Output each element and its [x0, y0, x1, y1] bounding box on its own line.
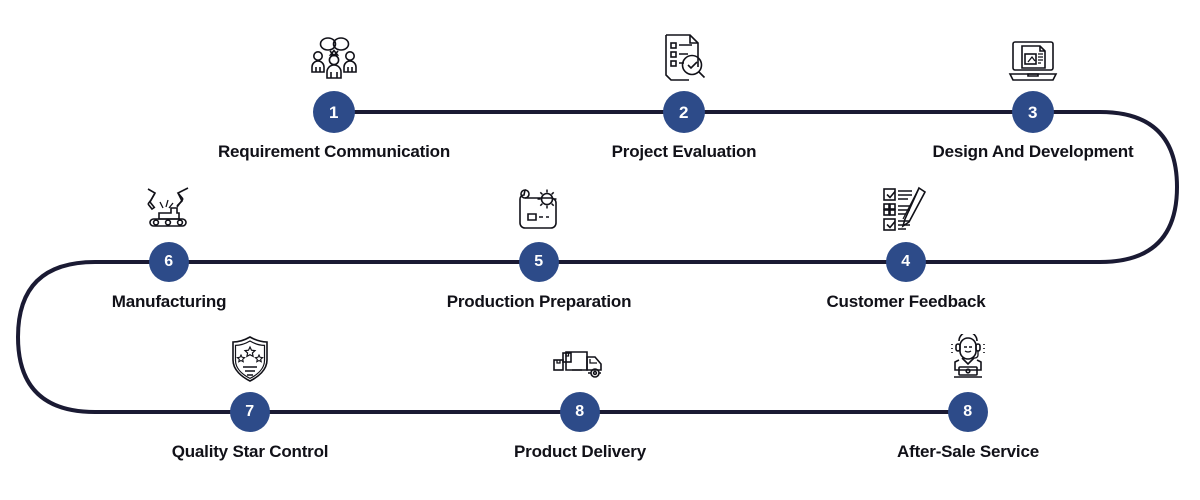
step-label: Project Evaluation: [611, 142, 757, 161]
step-number-badge: 8: [948, 392, 988, 432]
checklist-pencil-icon: [876, 178, 936, 234]
step-number-badge: 1: [313, 91, 355, 133]
step-label: Requirement Communication: [217, 142, 451, 161]
step-label: Manufacturing: [111, 292, 227, 311]
step-label: Product Delivery: [514, 442, 646, 461]
step-number-badge: 7: [230, 392, 270, 432]
robot-arm-conveyor-icon: [139, 178, 199, 234]
track-row1-to-row2: [318, 110, 1180, 264]
document-magnifier-check-icon: [654, 28, 714, 84]
support-agent-headset-icon: [938, 328, 998, 384]
step-number-badge: 3: [1012, 91, 1054, 133]
track-row2-to-row3: [15, 260, 968, 414]
step-label: After-Sale Service: [897, 442, 1039, 461]
step-number-badge: 2: [663, 91, 705, 133]
blueprint-gear-icon: [509, 178, 569, 234]
step-number-badge: 5: [519, 242, 559, 282]
step-number-badge: 6: [149, 242, 189, 282]
step-label: Production Preparation: [446, 292, 632, 311]
step-label: Quality Star Control: [171, 442, 329, 461]
people-communication-icon: [304, 28, 364, 84]
shield-stars-badge-icon: [220, 328, 280, 384]
step-number-badge: 4: [886, 242, 926, 282]
monitor-design-document-icon: [1003, 28, 1063, 84]
step-number-badge: 8: [560, 392, 600, 432]
delivery-truck-boxes-icon: [550, 328, 610, 384]
step-label: Customer Feedback: [826, 292, 986, 311]
step-label: Design And Development: [932, 142, 1134, 161]
